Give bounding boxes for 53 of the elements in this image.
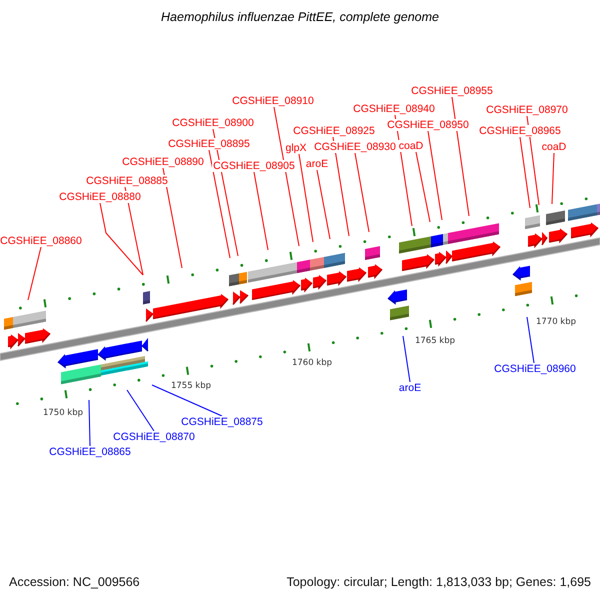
gene-label: CGSHiEE_08885 xyxy=(85,175,169,187)
scale-label: 1750 kbp xyxy=(42,408,84,418)
gene-label: CGSHiEE_08905 xyxy=(212,160,296,172)
gene-label: CGSHiEE_08965 xyxy=(478,125,562,137)
leader-line xyxy=(298,154,314,242)
gene-label: CGSHiEE_08870 xyxy=(112,431,196,443)
gene-label: CGSHiEE_08910 xyxy=(231,95,315,107)
leader-line xyxy=(254,172,268,250)
leader-line xyxy=(316,170,330,240)
leader-line xyxy=(354,152,370,232)
gene-label: CGSHiEE_08890 xyxy=(121,156,205,168)
footer-text: Topology: circular; Length: 1,813,033 bp; Genes: 1,695 xyxy=(286,574,591,590)
leader-line xyxy=(520,136,530,208)
gene-label: CGSHiEE_08955 xyxy=(410,85,494,97)
leader-line xyxy=(28,246,42,300)
gene-label: CGSHiEE_08940 xyxy=(352,103,436,115)
leader-line xyxy=(332,136,350,236)
gene-label: CGSHiEE_08895 xyxy=(167,138,251,150)
leader-line xyxy=(100,202,144,276)
leader-line xyxy=(162,168,182,268)
gene-label: CGSHiEE_08865 xyxy=(48,446,132,458)
leader-line xyxy=(274,106,300,246)
gene-label: CGSHiEE_08875 xyxy=(180,416,264,428)
leader-line xyxy=(416,152,430,222)
gene-label: coaD xyxy=(540,141,568,153)
leader-line xyxy=(402,336,410,382)
gene-label: aroE xyxy=(398,382,422,394)
leader-line xyxy=(452,96,470,216)
leader-line xyxy=(552,152,554,204)
scale-label: 1755 kbp xyxy=(170,381,212,391)
scale-label: 1770 kbp xyxy=(536,317,576,327)
leader-line xyxy=(152,384,222,416)
leader-line xyxy=(208,150,230,258)
gene-label: CGSHiEE_08960 xyxy=(493,363,577,375)
gene-label: CGSHiEE_08925 xyxy=(292,125,376,137)
leader-line xyxy=(526,316,534,364)
scale-label: 1765 kbp xyxy=(414,336,456,346)
scale-label: 1760 kbp xyxy=(292,358,332,368)
gene-label: CGSHiEE_08900 xyxy=(171,117,255,129)
gene-label: coaD xyxy=(398,140,424,152)
gene-label: CGSHiEE_08970 xyxy=(485,104,569,116)
gene-label: CGSHiEE_08860 xyxy=(0,235,83,247)
leader-line xyxy=(124,186,144,276)
leader-line xyxy=(126,390,154,432)
leader-line xyxy=(428,130,442,220)
gene-label: CGSHiEE_08950 xyxy=(386,119,470,131)
gene-label: CGSHiEE_08930 xyxy=(313,141,397,153)
leader-line xyxy=(526,116,540,206)
leader-line xyxy=(88,400,90,446)
gene-label: glpX xyxy=(284,142,308,154)
gene-label: aroE xyxy=(304,158,330,170)
footer-text: Accession: NC_009566 xyxy=(9,574,140,590)
gene-label: CGSHiEE_08880 xyxy=(58,191,142,203)
